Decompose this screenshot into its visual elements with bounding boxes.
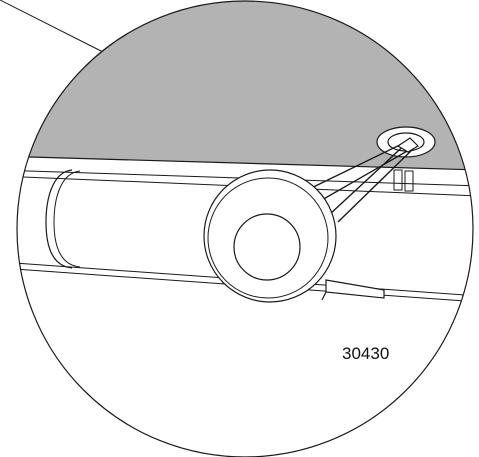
shaded-surface [17, 1, 473, 170]
latch-tab [321, 279, 385, 301]
slot-mark [393, 169, 403, 191]
surface-edge-line [17, 156, 473, 171]
slot-mark [404, 170, 414, 192]
tube-end-flange-inner [53, 170, 81, 268]
strap-band [261, 139, 417, 225]
tube-end-flange [45, 169, 73, 269]
strap-loop [396, 137, 419, 153]
reference-number: 30430 [342, 344, 389, 363]
end-cap-center [233, 213, 301, 281]
detail-circle-outline [16, 0, 474, 457]
detail-circle-contents [17, 1, 473, 303]
leader-line [0, 0, 104, 53]
